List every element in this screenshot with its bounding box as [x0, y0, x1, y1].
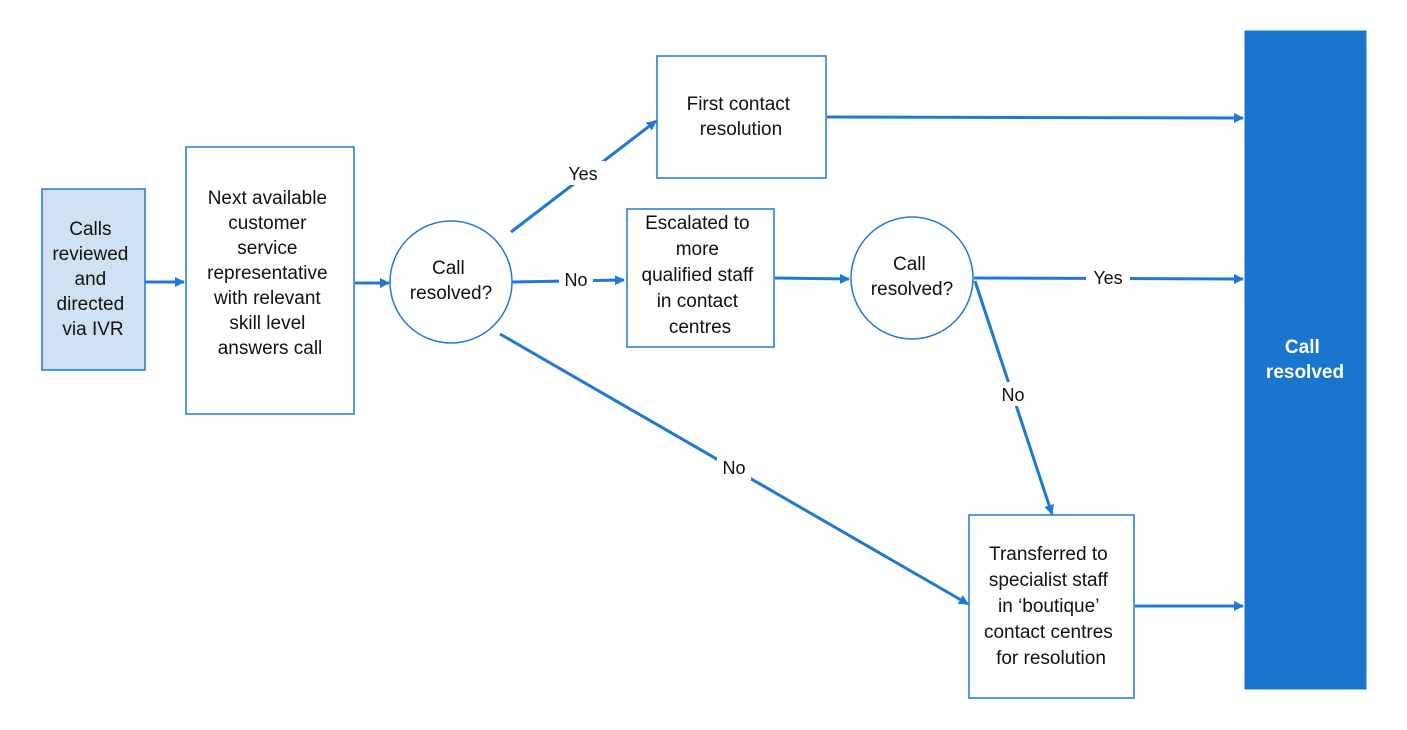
node-decision1-label: Call resolved? — [410, 258, 492, 304]
node-escalated-label: Escalated to more qualified staff in con… — [642, 213, 759, 338]
node-boutique: Transferred to specialist staff in ‘bout… — [968, 514, 1135, 699]
node-escalated: Escalated to more qualified staff in con… — [626, 208, 775, 348]
node-end-line: resolved — [1266, 362, 1344, 383]
node-escalated-line: Escalated to — [645, 213, 750, 234]
edge-label-d1-no-escalate: No — [564, 270, 587, 290]
edge-label-d1-no-boutique: No — [722, 458, 745, 478]
node-boutique-line: specialist staff — [989, 570, 1109, 591]
node-start-line: directed — [57, 294, 125, 315]
node-first-contact-shape — [656, 55, 827, 179]
node-decision2-label: Call resolved? — [871, 254, 953, 300]
node-first-contact-label: First contact resolution — [687, 94, 796, 140]
node-end: Call resolved — [1244, 30, 1367, 690]
node-csr-line: representative — [207, 263, 327, 284]
node-decision1-line: resolved? — [410, 283, 492, 304]
node-decision2-shape — [850, 216, 974, 340]
node-start-line: Calls — [69, 219, 111, 240]
edge-first-contact-to-end — [826, 112, 1244, 123]
node-start-label: Calls reviewed and directed via IVR — [52, 219, 133, 340]
node-escalated-line: in contact — [657, 291, 739, 312]
node-decision2: Call resolved? — [850, 216, 974, 340]
node-end-label: Call resolved — [1266, 337, 1344, 383]
node-csr-shape — [185, 146, 355, 415]
node-escalated-shape — [626, 208, 775, 348]
edge-label-d2-yes: Yes — [1093, 268, 1122, 288]
node-csr-label: Next available customer service represen… — [207, 188, 333, 359]
node-escalated-line: qualified staff — [642, 265, 754, 286]
node-first-contact-line: resolution — [700, 119, 782, 140]
node-csr-line: with relevant — [213, 288, 321, 309]
node-boutique-line: contact centres — [984, 622, 1113, 643]
node-decision1: Call resolved? — [389, 220, 513, 344]
node-decision1-shape — [389, 220, 513, 344]
node-start-line: via IVR — [62, 319, 123, 340]
node-boutique-label: Transferred to specialist staff in ‘bout… — [984, 544, 1118, 669]
node-decision1-line: Call — [432, 258, 465, 279]
node-decision2-line: resolved? — [871, 279, 953, 300]
node-csr: Next available customer service represen… — [185, 146, 355, 415]
node-start-line: reviewed — [52, 244, 128, 265]
edge-labels: Yes No No Yes No — [559, 161, 1130, 480]
node-start-line: and — [75, 269, 107, 290]
node-start-shape — [41, 188, 146, 371]
node-start: Calls reviewed and directed via IVR — [41, 188, 146, 371]
node-escalated-line: centres — [669, 317, 731, 338]
node-csr-line: Next available — [208, 188, 327, 209]
node-boutique-shape — [968, 514, 1135, 699]
node-first-contact: First contact resolution — [656, 55, 827, 179]
node-csr-line: customer — [228, 213, 307, 234]
node-boutique-line: for resolution — [996, 648, 1106, 669]
node-csr-line: answers call — [218, 338, 323, 359]
node-escalated-line: more — [676, 239, 719, 260]
node-boutique-line: in ‘boutique’ — [998, 596, 1099, 617]
node-end-shape — [1244, 30, 1367, 690]
node-csr-line: skill level — [229, 313, 305, 334]
edge-escalated-to-decision2 — [774, 273, 850, 284]
node-first-contact-line: First contact — [687, 94, 791, 115]
node-end-line: Call — [1285, 337, 1320, 358]
node-decision2-line: Call — [893, 254, 926, 275]
node-boutique-line: Transferred to — [989, 544, 1108, 565]
edge-label-d1-yes: Yes — [568, 164, 597, 184]
edge-label-d2-no: No — [1001, 385, 1024, 405]
node-csr-line: service — [237, 238, 297, 259]
